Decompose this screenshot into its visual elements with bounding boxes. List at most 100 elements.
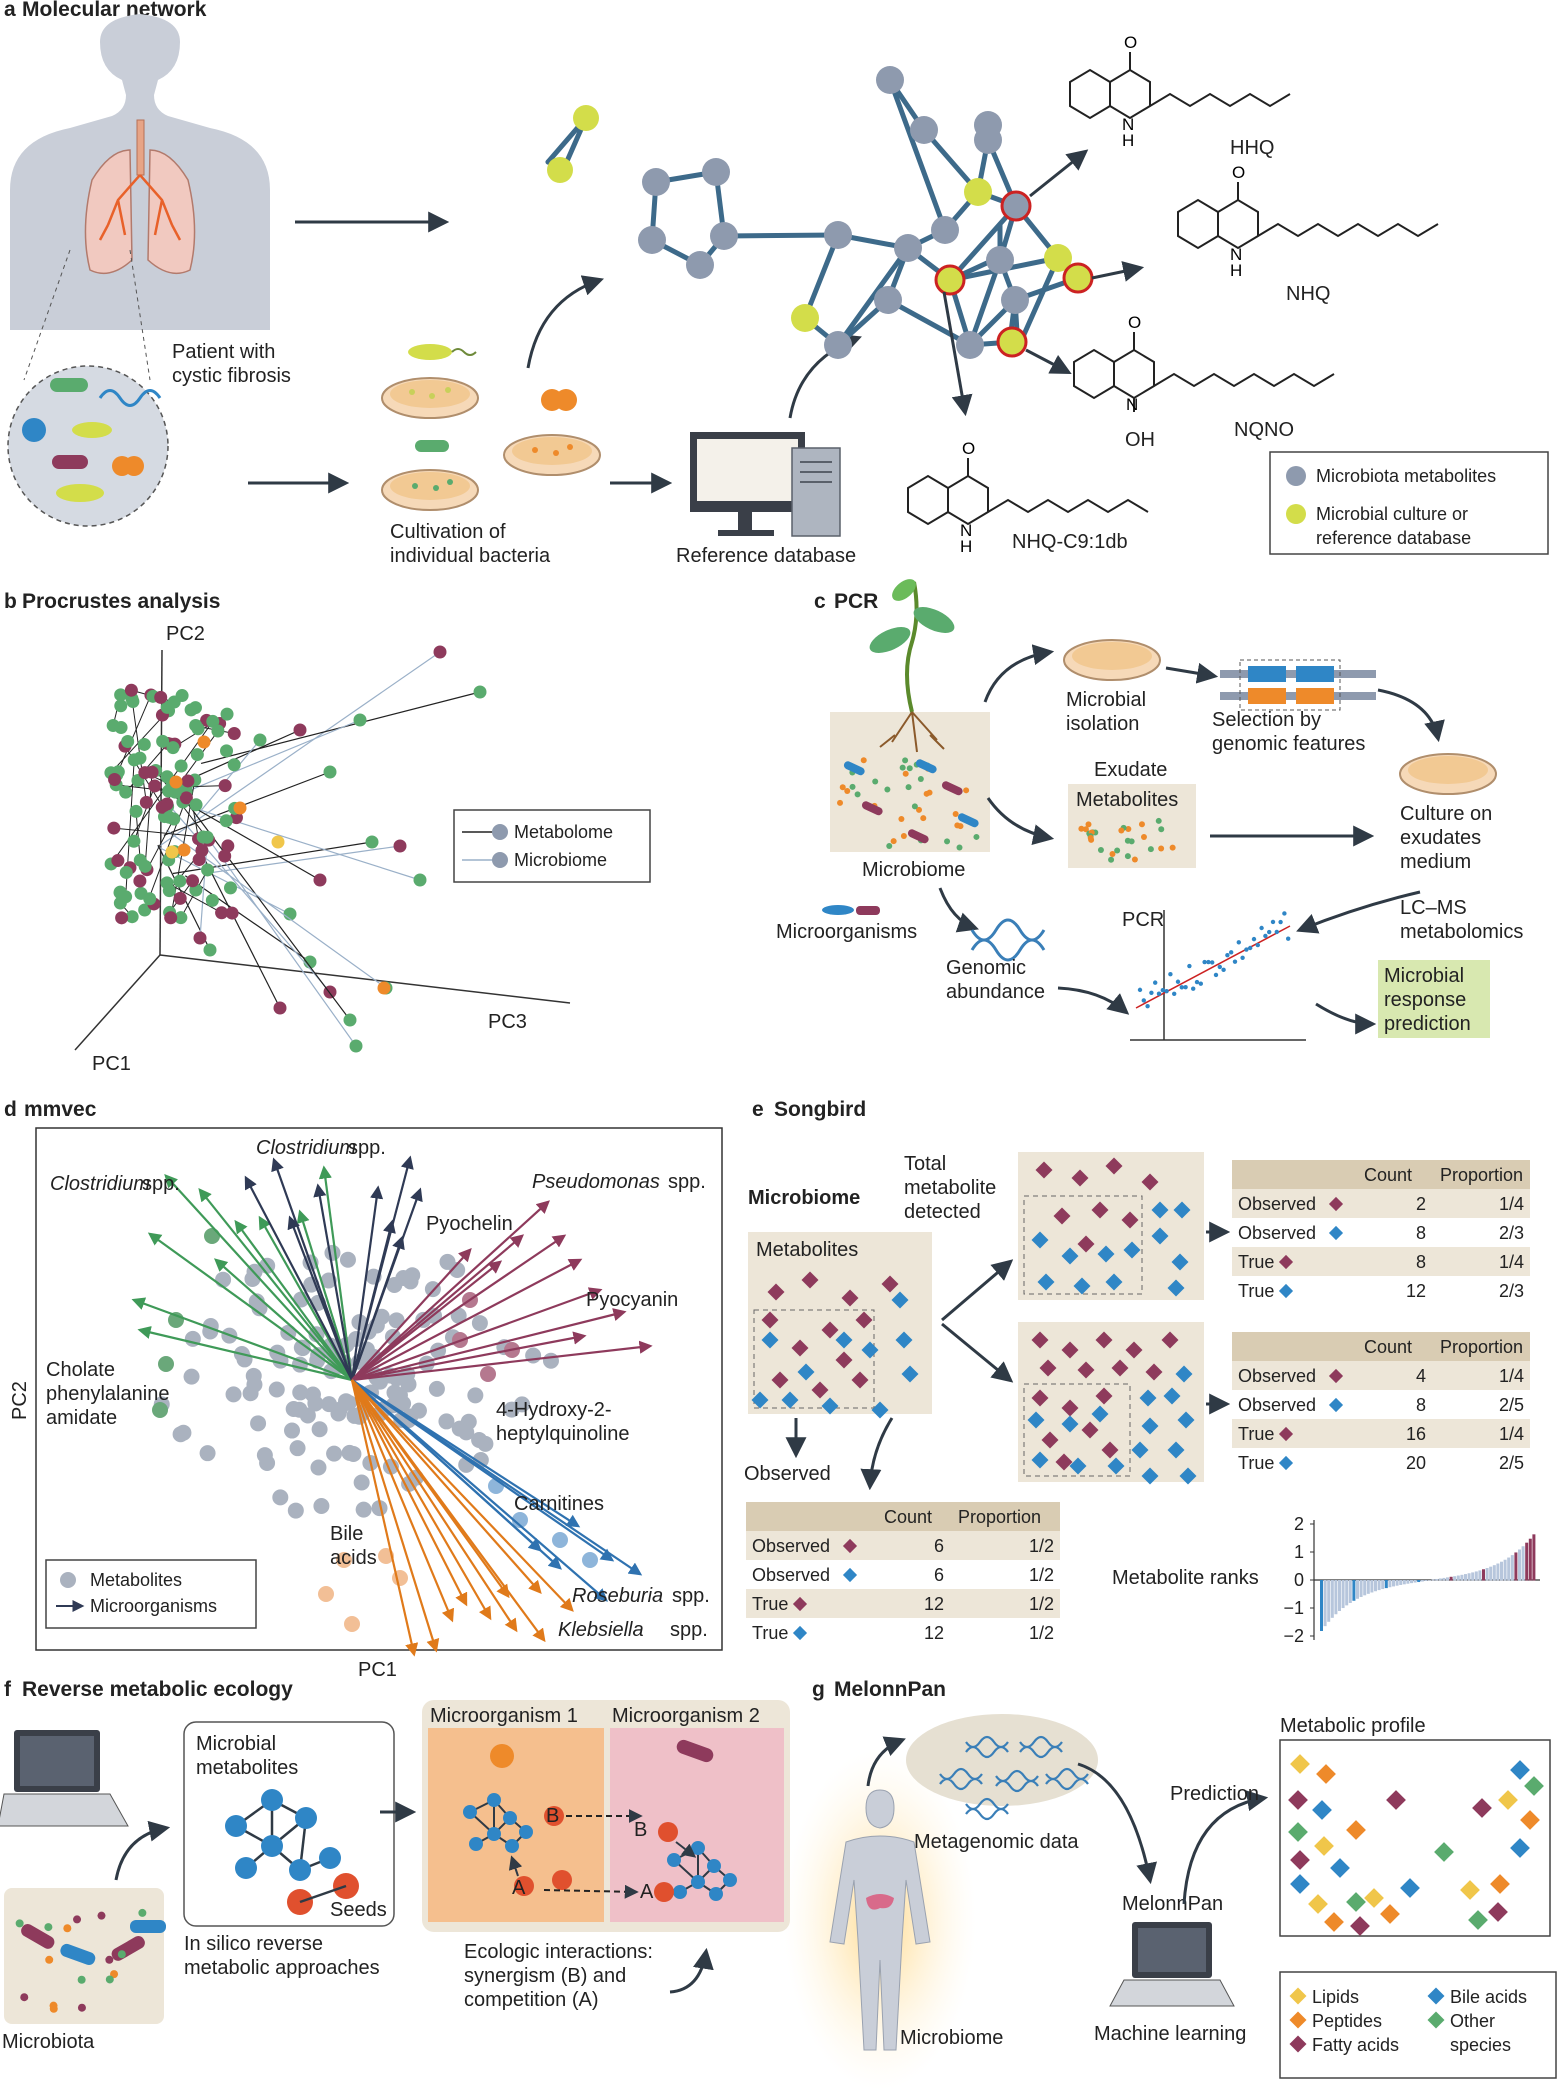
total-label-3: detected (904, 1201, 981, 1223)
arrow-nhq (1091, 261, 1145, 282)
metabolite-dot (284, 1422, 301, 1439)
profile-diamond (1434, 1842, 1454, 1862)
soil-metabolite-dot (906, 765, 913, 772)
genomic-label-1: Genomic (946, 957, 1026, 979)
microbiota-metabolite (105, 1975, 114, 1984)
table-row (746, 1589, 1060, 1618)
pcr-point (1282, 911, 1287, 916)
diamond-maroon (1035, 1161, 1053, 1179)
legend-diamond (1289, 1987, 1307, 2005)
organism-1-arrow (508, 1855, 523, 1877)
table-header-count: Count (1364, 1337, 1412, 1357)
label-cholate-3: amidate (46, 1407, 117, 1429)
procrustes-point (174, 759, 188, 773)
metabolite-dot (477, 1435, 494, 1452)
profile-diamond (1468, 1910, 1488, 1930)
procrustes-point (220, 707, 234, 721)
soil-metabolite-dot (890, 838, 897, 845)
microorganism-arrow (214, 1258, 353, 1381)
soil-metabolite-dot (839, 784, 846, 791)
label-pyochelin: Pyochelin (426, 1213, 513, 1235)
songbird-main-dashed (753, 1309, 875, 1409)
pcr-point (1244, 947, 1249, 952)
dna-icon (939, 1767, 983, 1791)
table-row-proportion: 1/4 (1499, 1366, 1524, 1386)
diamond-maroon (1031, 1331, 1049, 1349)
soil-metabolite-dot (917, 775, 924, 782)
arrow-to-culture (1377, 688, 1445, 743)
metabolite-dot (289, 1440, 306, 1457)
isolation-label-2: isolation (1066, 713, 1139, 735)
metabolite-dot (299, 1407, 316, 1424)
legend-microbiome-dot (492, 852, 508, 868)
laptop-g (1109, 1922, 1235, 2007)
rank-tick-label: −2 (1283, 1626, 1304, 1646)
procrustes-point (138, 903, 152, 917)
microbiota-label: Microbiota (2, 2031, 95, 2053)
procrustes-point (173, 874, 187, 888)
table-header-row (746, 1502, 1060, 1531)
rank-bar (1327, 1580, 1331, 1622)
exudate-dot (1125, 826, 1132, 833)
table-row-proportion: 1/2 (1029, 1594, 1054, 1614)
rank-bar (1348, 1580, 1352, 1603)
mmvec-axis-pc1: PC1 (358, 1659, 397, 1681)
table-row-proportion: 1/4 (1499, 1194, 1524, 1214)
soil-metabolite-dot (844, 787, 851, 794)
diamond-maroon (1081, 1421, 1099, 1439)
rank-bar (1366, 1580, 1370, 1594)
diamond-maroon (1055, 1453, 1073, 1471)
pcr-point (1145, 1003, 1150, 1009)
rank-bar (1377, 1580, 1381, 1591)
microbiota-bacterium (21, 1923, 55, 1949)
pcr-point (1221, 967, 1226, 973)
soil-metabolite-dot (944, 838, 951, 845)
metabolite-dot (338, 1393, 355, 1410)
network-node (295, 1807, 317, 1829)
profile-diamond (1460, 1880, 1480, 1900)
diamond-maroon (881, 1275, 899, 1293)
procrustes-point (148, 779, 162, 793)
culture-label-3: medium (1400, 851, 1471, 873)
rank-bar (1417, 1580, 1421, 1583)
ecologic-label-2: synergism (B) and (464, 1965, 626, 1987)
soil-metabolite-dot (956, 844, 963, 851)
exudate-dot (1131, 856, 1138, 863)
microorganism-arrow (350, 1235, 405, 1381)
soil-metabolite-dot (854, 791, 861, 798)
metabolite-dot (246, 1376, 263, 1393)
panel-d: d mmvec PC2 PC1 Clostridium spp. Clostri… (4, 1098, 723, 1681)
competition-arrow (543, 1884, 639, 1899)
table-row-diamond (1328, 1397, 1344, 1413)
pcr-point (1286, 936, 1291, 941)
prediction-label-3: prediction (1384, 1013, 1471, 1035)
dna-icon (995, 1769, 1039, 1793)
profile-diamond (1380, 1904, 1400, 1924)
rank-bar (1406, 1580, 1410, 1584)
procrustes-point (115, 911, 129, 925)
melonnpan-label: MelonnPan (1122, 1893, 1223, 1915)
procrustes-point (323, 765, 337, 779)
table-row-count: 8 (1416, 1252, 1426, 1272)
procrustes-point (184, 703, 198, 717)
soil-bacterium (941, 781, 963, 796)
exudate-metabolite-dots (1078, 817, 1176, 863)
arrow-to-metagenomic (866, 1736, 906, 1787)
songbird-metabolites-label: Metabolites (756, 1239, 858, 1261)
axis-label-pc2: PC2 (166, 623, 205, 645)
bacterium-yellow-2 (56, 484, 104, 502)
organism-2-network-node (709, 1887, 723, 1901)
procrustes-point-orange (197, 735, 211, 749)
table-row-label: True (752, 1594, 788, 1614)
metabolite-dot (371, 1500, 388, 1517)
pcr-point (1198, 981, 1204, 986)
profile-diamond (1290, 1850, 1310, 1870)
panel-b-letter: b (4, 590, 17, 613)
soil-metabolite-dot (902, 770, 909, 777)
seed-edge (299, 1884, 347, 1904)
pcr-label: PCR (1122, 909, 1164, 931)
panel-g-title: MelonnPan (834, 1678, 946, 1701)
procrustes-link (166, 801, 331, 993)
rank-bar (1392, 1580, 1395, 1587)
zoom-line-1 (23, 249, 71, 381)
